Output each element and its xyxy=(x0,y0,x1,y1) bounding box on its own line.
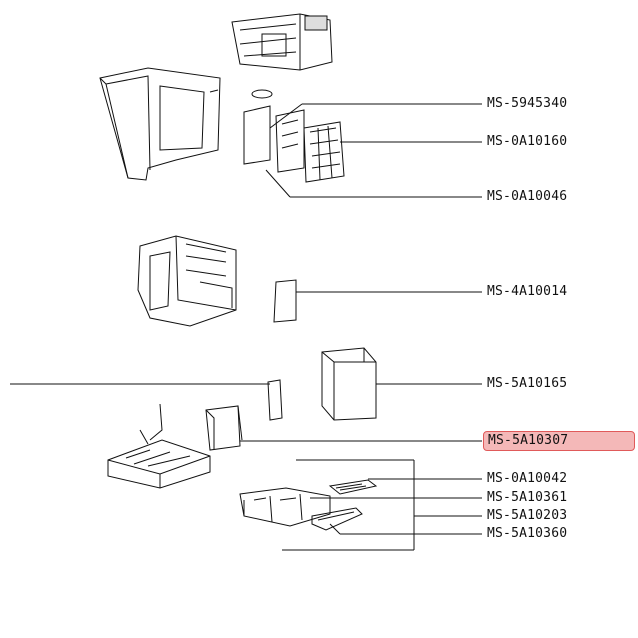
part-label-1[interactable]: MS-5945340 xyxy=(487,96,568,111)
part-label-7[interactable]: MS-0A10042 xyxy=(487,471,568,486)
leader-lines xyxy=(10,103,482,551)
machine-body-top xyxy=(231,13,333,71)
tube-part xyxy=(267,379,283,421)
filter-insert xyxy=(273,279,297,323)
part-label-3[interactable]: MS-0A10046 xyxy=(487,189,568,204)
base-unit xyxy=(107,403,211,489)
ring-seal xyxy=(251,89,273,99)
part-label-8[interactable]: MS-5A10361 xyxy=(487,490,568,505)
part-label-6-highlighted[interactable]: MS-5A10307 xyxy=(483,431,635,451)
part-label-9[interactable]: MS-5A10203 xyxy=(487,508,568,523)
control-board-assembly xyxy=(243,105,345,183)
part-label-10[interactable]: MS-5A10360 xyxy=(487,526,568,541)
housing-frame xyxy=(99,67,221,181)
brew-unit xyxy=(137,235,237,327)
tray-holder xyxy=(205,405,243,451)
part-label-2[interactable]: MS-0A10160 xyxy=(487,134,568,149)
water-tank-panel xyxy=(321,347,377,421)
part-label-4[interactable]: MS-4A10014 xyxy=(487,284,568,299)
drip-tray-assembly xyxy=(239,479,378,531)
part-label-5[interactable]: MS-5A10165 xyxy=(487,376,568,391)
